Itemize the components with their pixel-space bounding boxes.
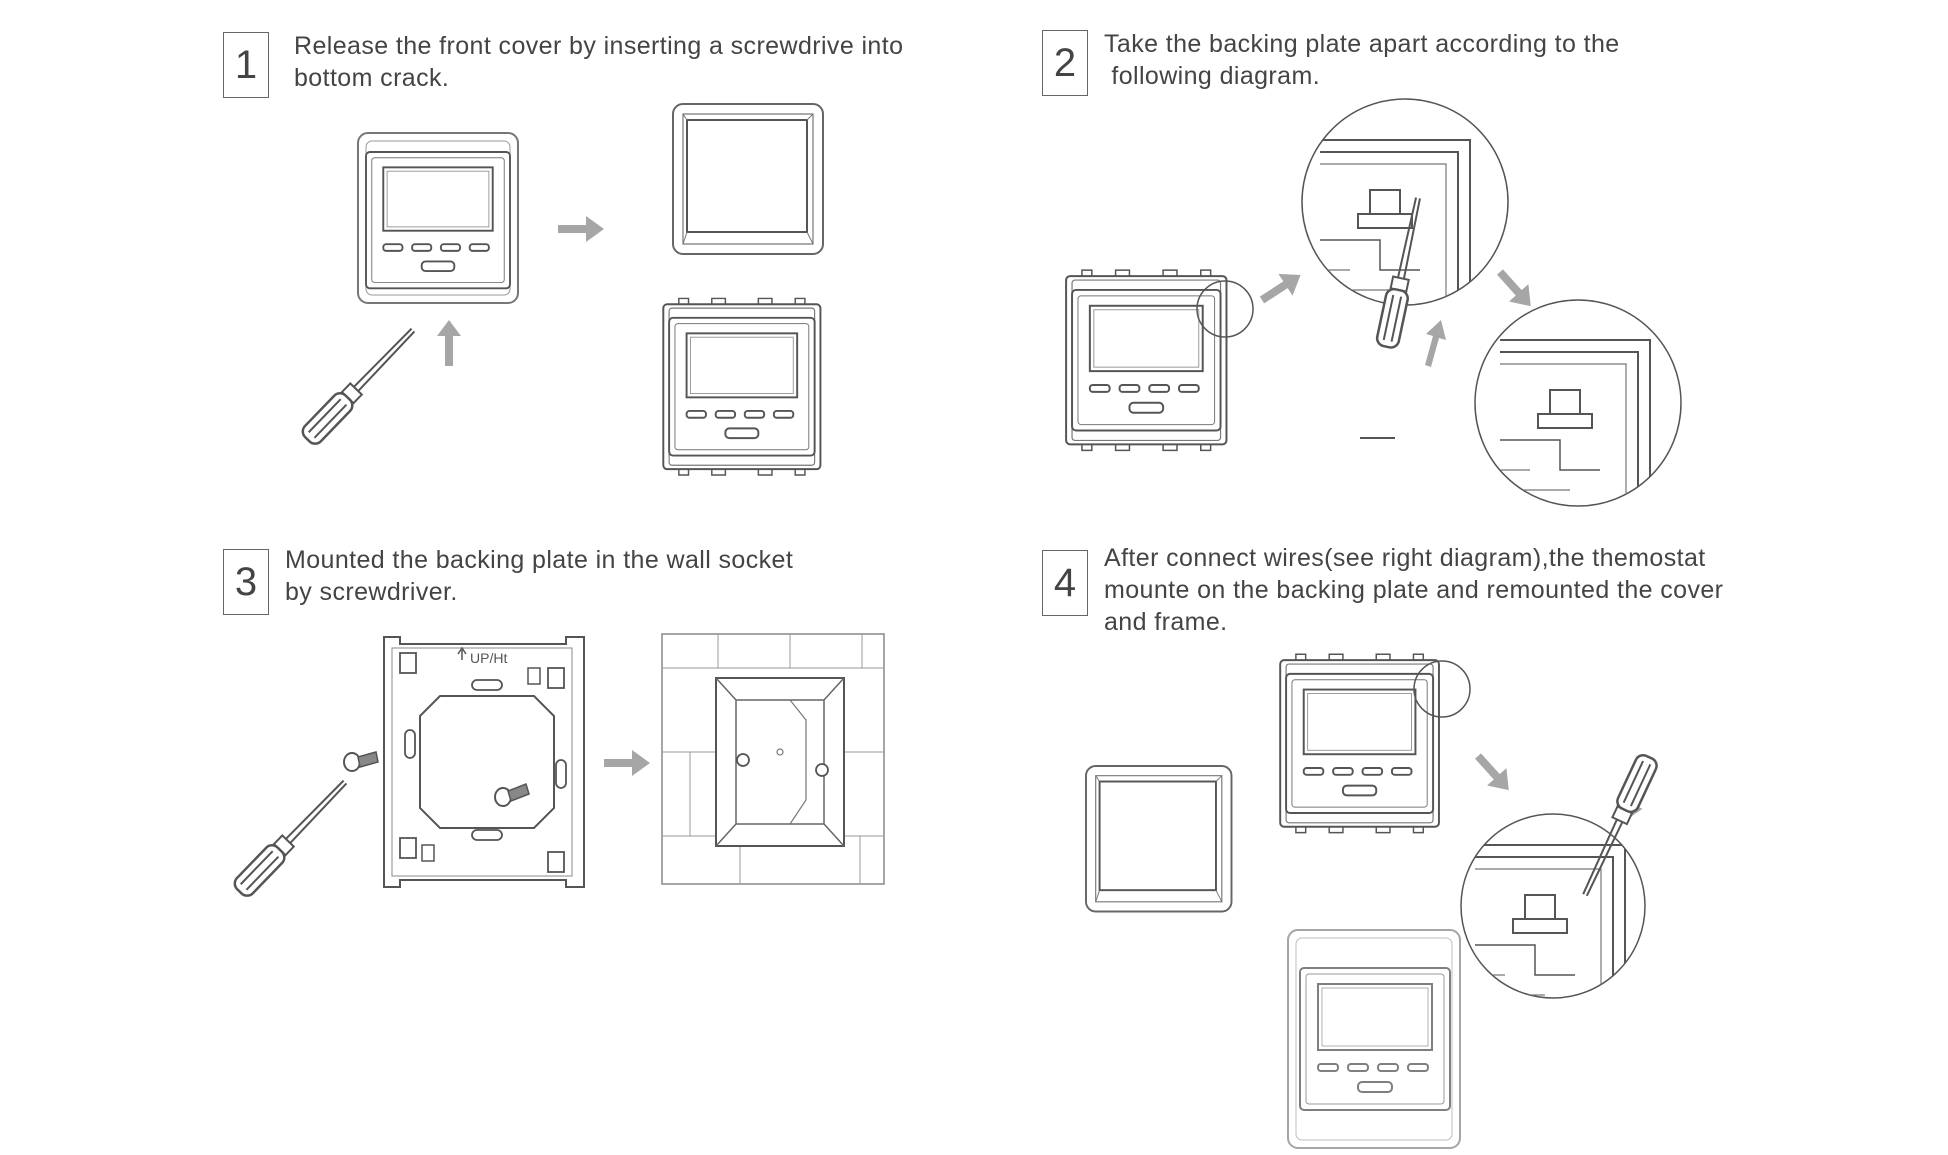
step-4-number: 4 bbox=[1042, 550, 1088, 616]
step-2-line-1: Take the backing plate apart according t… bbox=[1104, 30, 1620, 58]
front-cover-frame bbox=[672, 103, 824, 255]
wall-socket bbox=[661, 633, 885, 885]
step-1-line-1: Release the front cover by inserting a s… bbox=[294, 32, 904, 60]
arrow-down-icon bbox=[1468, 747, 1519, 799]
plate-orientation-label: UP/Ht bbox=[470, 650, 507, 666]
screwdriver-icon bbox=[230, 773, 355, 901]
thermostat-body bbox=[663, 298, 820, 475]
step-4-line-2: mounte on the backing plate and remounte… bbox=[1104, 576, 1724, 604]
detail-marker-circle bbox=[1196, 280, 1254, 338]
magnified-detail-2 bbox=[1474, 299, 1682, 507]
arrow-right-icon bbox=[604, 750, 650, 776]
front-cover-frame bbox=[1085, 765, 1233, 913]
thermostat-body bbox=[1066, 270, 1226, 450]
step-3-number: 3 bbox=[223, 549, 269, 615]
screwdriver-icon bbox=[298, 321, 423, 449]
backing-plate: UP/Ht bbox=[383, 636, 585, 888]
step-2-illustration bbox=[1066, 98, 1682, 507]
arrow-right-icon bbox=[558, 216, 604, 242]
step-1-line-2: bottom crack. bbox=[294, 64, 450, 92]
thermostat-assembled bbox=[357, 132, 519, 304]
step-4-illustration bbox=[1085, 654, 1661, 1149]
magnified-detail-1 bbox=[1301, 98, 1509, 439]
arrow-right-icon bbox=[1254, 264, 1308, 311]
arrow-down-icon bbox=[1490, 263, 1541, 315]
step-3-line-1: Mounted the backing plate in the wall so… bbox=[285, 546, 794, 574]
arrow-up-icon bbox=[437, 320, 461, 366]
step-4-line-3: and frame. bbox=[1104, 608, 1228, 636]
step-1-number: 1 bbox=[223, 32, 269, 98]
screw-icon bbox=[494, 783, 530, 807]
thermostat-assembled bbox=[1287, 929, 1461, 1149]
step-2-line-2: following diagram. bbox=[1104, 62, 1321, 90]
arrow-up-icon bbox=[1425, 320, 1446, 367]
step-3-illustration: UP/Ht bbox=[230, 633, 885, 901]
step-1-illustration bbox=[298, 103, 824, 475]
step-4-line-1: After connect wires(see right diagram),t… bbox=[1104, 544, 1706, 572]
screw-icon bbox=[343, 751, 379, 772]
step-1-text: Release the front cover by inserting a s… bbox=[294, 30, 903, 94]
magnified-detail-3 bbox=[1460, 813, 1646, 999]
step-4-text: After connect wires(see right diagram),t… bbox=[1104, 542, 1723, 638]
step-3-text: Mounted the backing plate in the wall so… bbox=[285, 544, 793, 608]
step-3-line-2: by screwdriver. bbox=[285, 578, 458, 606]
step-2-number: 2 bbox=[1042, 30, 1088, 96]
step-2-text: Take the backing plate apart according t… bbox=[1104, 28, 1620, 92]
detail-marker-circle bbox=[1413, 660, 1471, 718]
